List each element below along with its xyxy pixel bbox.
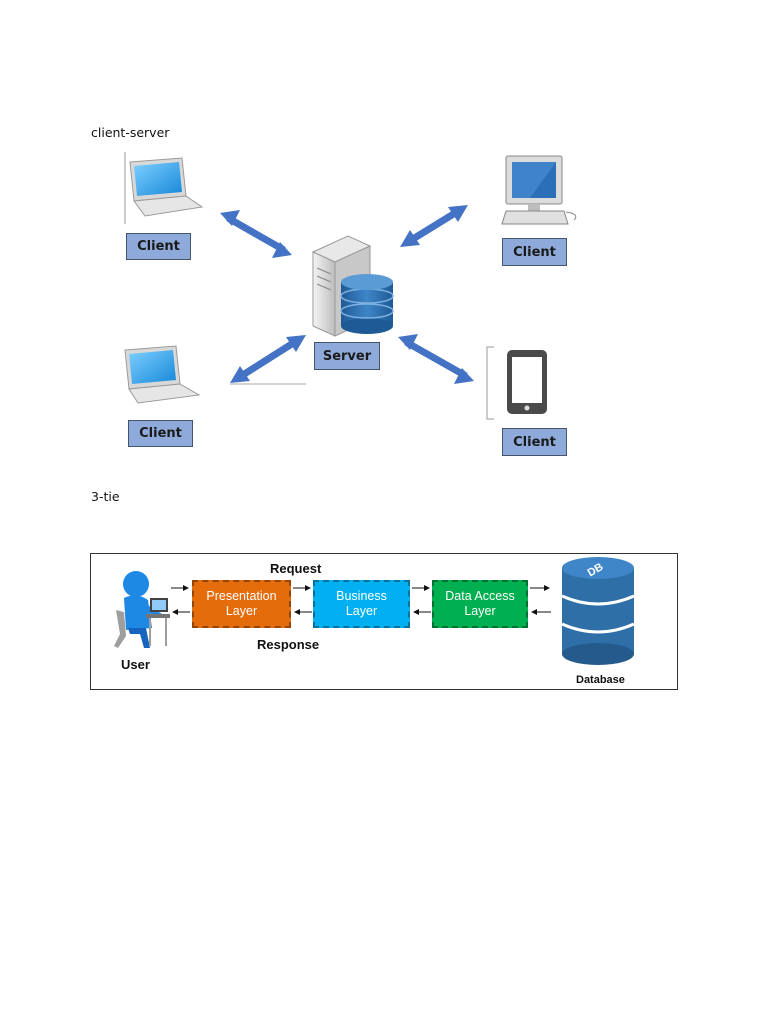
database-label: Database [576,674,625,686]
user-at-computer-icon [114,571,170,648]
laptop-icon [124,152,204,224]
client-server-heading: client-server [91,125,170,140]
response-label: Response [257,637,320,652]
client-label-top-right: Client [502,238,567,266]
three-tier-heading: 3-tie [91,489,120,504]
user-label: User [121,657,150,672]
arrow-client-server-bottom-right [398,334,474,384]
desktop-computer-icon [501,155,577,225]
tablet-icon [486,346,547,420]
data-access-layer-box: Data Access Layer [432,580,528,628]
arrow-client-server-top-right [400,205,468,247]
presentation-layer-box: Presentation Layer [192,580,291,628]
request-label: Request [270,561,322,576]
laptop-icon [124,345,201,404]
client-label-top-left: Client [126,233,191,260]
server-label: Server [314,342,380,370]
database-icon [340,274,394,334]
arrow-client-server-bottom-left [230,335,306,385]
database-icon: DB [561,557,635,665]
client-label-bottom-left: Client [128,420,193,447]
business-layer-box: Business Layer [313,580,410,628]
arrow-client-server-top-left [220,210,292,258]
client-label-bottom-right: Client [502,428,567,456]
